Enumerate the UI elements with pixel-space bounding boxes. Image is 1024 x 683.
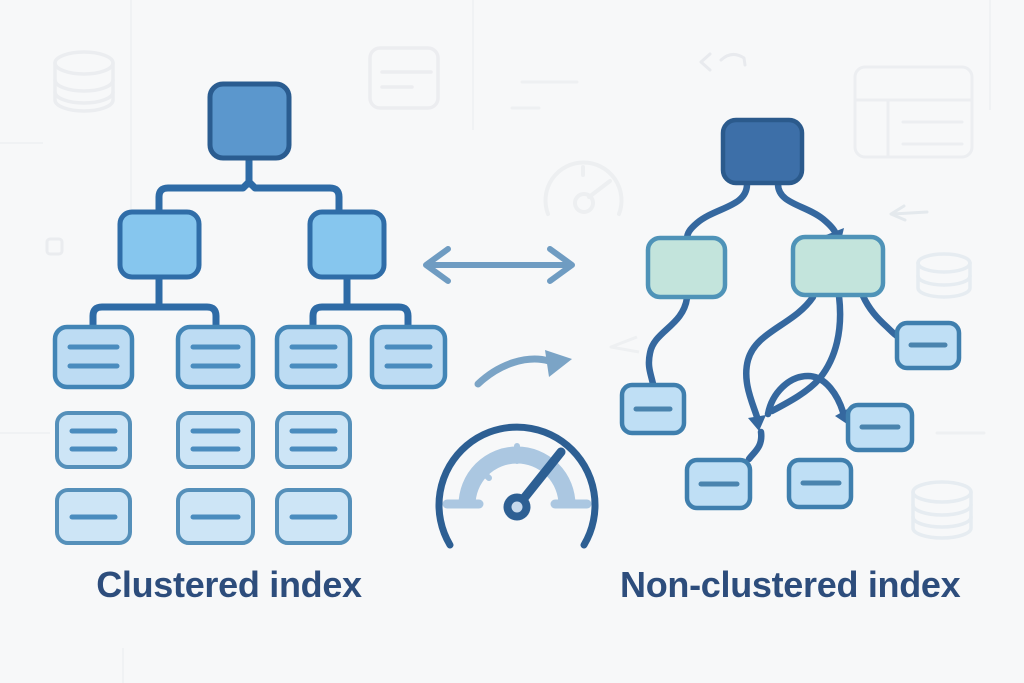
nonclustered-index-node	[790, 234, 886, 298]
speedometer-hub-center	[511, 501, 523, 513]
leaf-page	[175, 324, 256, 390]
database-cylinder-icon	[911, 480, 973, 540]
nonclustered-tree	[619, 117, 962, 511]
nonclustered-root-node	[720, 117, 805, 186]
clustered-leaf-row	[52, 324, 448, 390]
document-icon	[368, 46, 440, 110]
clustered-index-label: Clustered index	[96, 564, 362, 605]
speedometer-outer-arc	[435, 423, 599, 549]
bidirectional-arrow-icon	[423, 246, 575, 284]
data-box-lines	[69, 428, 338, 452]
clustered-tree	[52, 81, 448, 545]
data-box	[176, 411, 255, 469]
leaf-page	[52, 324, 135, 390]
left-arrow-icon	[889, 204, 929, 222]
speedometer-icon	[435, 423, 599, 549]
database-cylinder-icon	[916, 252, 972, 299]
clustered-data-row	[55, 411, 352, 469]
nonclustered-index-node	[645, 235, 728, 300]
leaf-page	[274, 324, 353, 390]
background-seam-lines	[0, 0, 990, 683]
nonclustered-connectors	[645, 180, 901, 463]
leaf-page	[369, 324, 448, 390]
clustered-tree-connectors	[89, 154, 412, 333]
speedometer-ghost-icon	[543, 160, 624, 216]
clustered-internal-node	[307, 209, 387, 280]
code-brackets-icon	[699, 52, 747, 72]
clustered-internal-node	[117, 209, 202, 280]
data-box	[55, 411, 132, 469]
curved-arrow-icon	[474, 350, 572, 388]
browser-window-icon	[853, 65, 974, 159]
data-box-lines	[633, 342, 948, 487]
chevron-left-icon	[609, 335, 640, 354]
nonclustered-data-boxes	[619, 320, 962, 511]
clustered-root-node	[207, 81, 292, 161]
leaf-page-lines	[67, 344, 433, 369]
background-dash-lines	[510, 80, 986, 435]
nonclustered-index-label: Non-clustered index	[620, 564, 961, 605]
arrowhead	[748, 415, 766, 431]
data-box	[275, 411, 352, 469]
small-square-icon	[45, 237, 64, 256]
clustered-data-row	[55, 488, 352, 545]
speedometer-tick	[475, 465, 492, 481]
database-cylinder-icon	[53, 50, 115, 113]
